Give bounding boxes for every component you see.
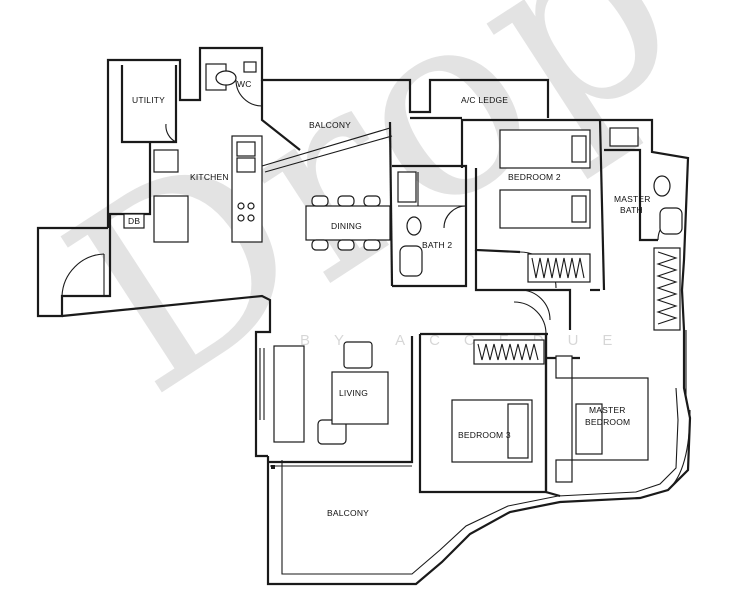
label-master-bedroom-1: MASTER <box>589 405 626 415</box>
windows <box>259 330 691 491</box>
label-living: LIVING <box>339 388 368 398</box>
interior-walls <box>260 80 658 498</box>
room-labels: UTILITY WC BALCONY A/C LEDGE KITCHEN BED… <box>128 79 651 518</box>
furniture <box>153 61 683 483</box>
label-balcony-top: BALCONY <box>309 120 351 130</box>
label-balcony-bottom: BALCONY <box>327 508 369 518</box>
label-ac-ledge: A/C LEDGE <box>461 95 508 105</box>
label-master-bath-1: MASTER <box>614 194 651 204</box>
label-db: DB <box>128 216 140 226</box>
column-marker <box>271 465 275 469</box>
label-master-bedroom-2: BEDROOM <box>585 417 630 427</box>
label-bedroom-2: BEDROOM 2 <box>508 172 561 182</box>
db-box <box>123 213 145 229</box>
label-wc: WC <box>237 79 252 89</box>
label-kitchen: KITCHEN <box>190 172 229 182</box>
label-bedroom-3: BEDROOM 3 <box>458 430 511 440</box>
label-bath-2: BATH 2 <box>422 240 452 250</box>
label-master-bath-2: BATH <box>620 205 643 215</box>
outer-walls <box>36 46 692 586</box>
label-dining: DINING <box>331 221 362 231</box>
label-utility: UTILITY <box>132 95 165 105</box>
